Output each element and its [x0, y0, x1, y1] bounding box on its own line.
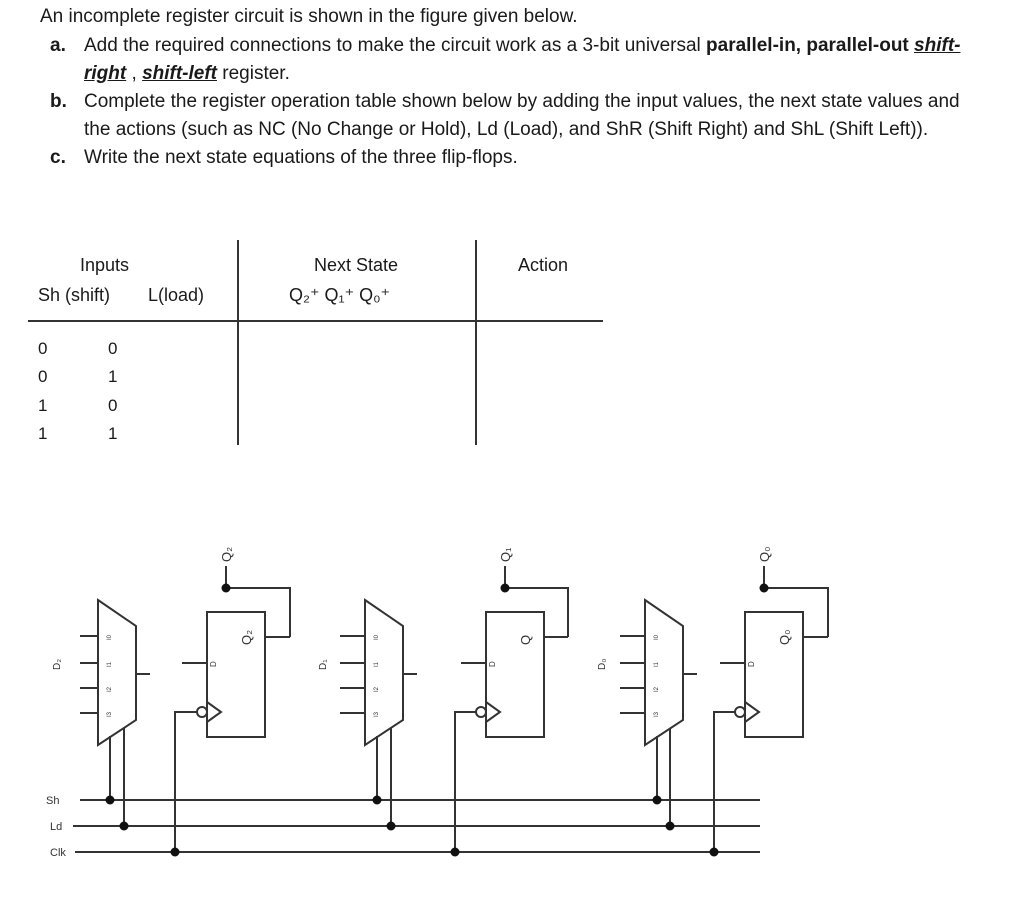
table-divider-1 — [237, 240, 239, 445]
question-list: a. Add the required connections to make … — [50, 32, 990, 173]
mux0-i1: I1 — [654, 661, 660, 667]
question-c-text: Write the next state equations of the th… — [84, 147, 518, 168]
row-2-l: 1 — [108, 367, 118, 386]
clk-bus-label: Clk — [50, 847, 66, 859]
question-c-label: c. — [50, 147, 66, 168]
mux2-i0: I0 — [107, 634, 113, 640]
row-1-sh: 0 — [38, 339, 48, 358]
mux2-i3: I3 — [107, 711, 113, 717]
output-label-q0: Q₀ — [757, 546, 772, 562]
mux0-i0: I0 — [654, 634, 660, 640]
inputs-header: Inputs — [80, 255, 130, 275]
table-divider-2 — [475, 240, 477, 445]
mux0-i3: I3 — [654, 711, 660, 717]
question-a-part2: register. — [217, 62, 290, 84]
d1-input-label: D₁ — [318, 659, 329, 670]
row-4-l: 1 — [108, 424, 118, 443]
mux1-i1: I1 — [374, 661, 380, 667]
row-1-l: 0 — [108, 339, 118, 358]
row-3-sh: 1 — [38, 396, 48, 415]
action-header: Action — [518, 255, 569, 275]
row-4-sh: 1 — [38, 424, 48, 443]
d0-input-label: D₀ — [597, 659, 608, 670]
question-a-shift-left: shift-left — [142, 62, 217, 84]
question-a-separator: , — [126, 62, 143, 84]
load-header: L(load) — [148, 285, 205, 305]
question-c: c. Write the next state equations of the… — [50, 144, 990, 172]
mux1-i3: I3 — [374, 711, 380, 717]
row-3-l: 0 — [108, 396, 118, 415]
question-a-shift-right: shift-right — [84, 35, 961, 84]
d2-input-label: D₂ — [52, 659, 63, 670]
question-a-text: Add the required connections to make the… — [84, 32, 990, 87]
output-label-q1: Q₁ — [498, 547, 513, 562]
ff2-d-label: D — [209, 661, 218, 667]
ff1-q-label: Q — [518, 635, 533, 645]
ff0-q-label: Q₀ — [777, 629, 792, 645]
mux1-i2: I2 — [374, 686, 380, 692]
mux-0 — [644, 598, 684, 747]
next-state-header: Next State — [314, 255, 399, 275]
ff0-d-label: D — [747, 661, 756, 667]
row-2-sh: 0 — [38, 367, 48, 386]
table-header-divider — [28, 320, 603, 322]
question-b: b. Complete the register operation table… — [50, 88, 990, 143]
question-a-label: a. — [50, 35, 66, 56]
mux-2 — [97, 598, 137, 747]
intro-text: An incomplete register circuit is shown … — [40, 6, 578, 27]
output-label-q2: Q₂ — [219, 547, 234, 562]
mux-1 — [364, 598, 404, 747]
mux2-i2: I2 — [107, 686, 113, 692]
mux0-i2: I2 — [654, 686, 660, 692]
flip-flop-2 — [206, 611, 266, 738]
flip-flop-0 — [744, 611, 804, 738]
question-b-text: Complete the register operation table sh… — [84, 91, 960, 140]
ld-bus-label: Ld — [50, 821, 62, 833]
mux2-i1: I1 — [107, 661, 113, 667]
mux1-i0: I0 — [374, 634, 380, 640]
ff1-d-label: D — [488, 661, 497, 667]
next-state-subheader: Q₂⁺ Q₁⁺ Q₀⁺ — [289, 285, 391, 305]
flip-flop-1 — [485, 611, 545, 738]
question-b-label: b. — [50, 91, 67, 112]
sh-bus-label: Sh — [46, 795, 59, 807]
sh-header: Sh (shift) — [38, 285, 111, 305]
question-a-part1: Add the required connections to make the… — [84, 35, 707, 56]
question-a: a. Add the required connections to make … — [50, 32, 990, 87]
question-a-bold: parallel-in, parallel-out — [706, 35, 909, 56]
ff2-q-label: Q₂ — [239, 630, 254, 645]
